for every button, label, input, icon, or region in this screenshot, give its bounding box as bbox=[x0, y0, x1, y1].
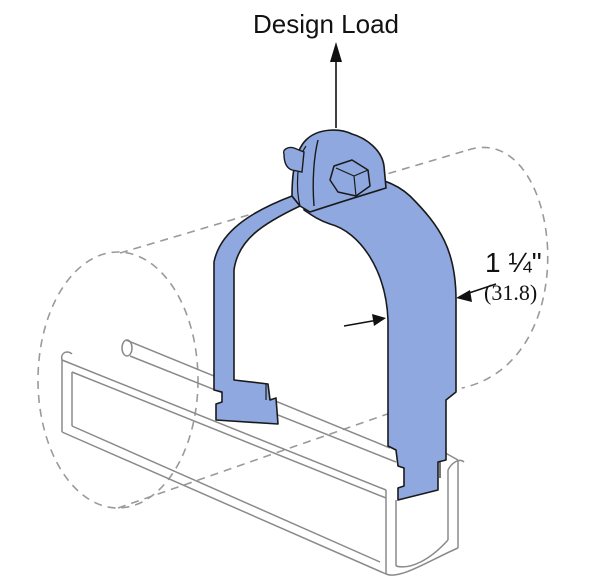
design-load-label: Design Load bbox=[253, 9, 399, 39]
strut-channel bbox=[60, 339, 465, 576]
clamp-left-strap bbox=[213, 195, 301, 425]
hex-nut-icon bbox=[329, 159, 371, 197]
pipe-clamp bbox=[213, 129, 457, 501]
pipe-outline bbox=[37, 146, 549, 509]
design-load-arrow bbox=[330, 42, 342, 128]
bolt-shaft bbox=[282, 146, 305, 173]
width-dimension bbox=[343, 283, 497, 327]
clamp-right-strap bbox=[303, 174, 457, 501]
width-imperial-label: 1 ¼" bbox=[485, 247, 542, 278]
width-metric-label: (31.8) bbox=[484, 280, 537, 305]
